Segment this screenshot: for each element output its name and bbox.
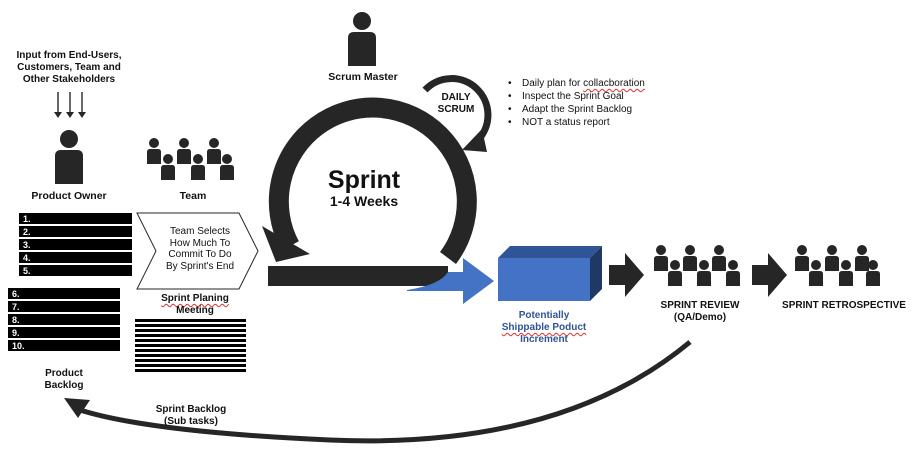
team-selects-line: By Sprint's End (165, 260, 235, 272)
subtask-row (135, 319, 246, 324)
team-selects-chevron (136, 212, 259, 290)
daily-scrum-bullet: Daily plan for collacboration (508, 77, 645, 90)
daily-scrum-label: DAILY SCRUM (426, 92, 486, 116)
sprint-review-label: SPRINT REVIEW (QA/Demo) (645, 300, 755, 324)
feedback-arrow (64, 340, 692, 444)
backlog-item: 3. (19, 239, 132, 252)
to-retrospective-arrow (752, 253, 787, 297)
sprint-backlog-line: (Sub tasks) (164, 416, 218, 427)
daily-scrum-line: DAILY (441, 92, 471, 103)
subtask-row (135, 354, 246, 359)
backlog-item: 6. (8, 288, 120, 301)
increment-line: Potentially (518, 310, 570, 321)
input-line: Input from End-Users, (16, 50, 122, 61)
daily-scrum-line: SCRUM (437, 104, 475, 115)
backlog-item: 8. (8, 314, 120, 327)
daily-scrum-bullets: Daily plan for collacboration Inspect th… (508, 77, 645, 129)
team-selects-text: Team Selects How Much To Commit To Do By… (148, 226, 252, 272)
sprint-backlog-line: Sprint Backlog (155, 404, 227, 415)
sprint-backlog-label: Sprint Backlog (Sub tasks) (138, 404, 244, 428)
subtask-row (135, 344, 246, 349)
scrum-master-label: Scrum Master (328, 71, 398, 83)
sprint-cycle-arrow (262, 97, 477, 286)
sprint-review-line: SPRINT REVIEW (660, 300, 740, 311)
product-owner-icon (55, 130, 83, 184)
team-label: Team (179, 190, 207, 202)
backlog-item: 10. (8, 340, 120, 353)
team-icon (147, 138, 234, 180)
product-owner-label: Product Owner (31, 190, 107, 202)
bullet-text-misspelled: collacboration (583, 78, 645, 89)
backlog-item: 2. (19, 226, 132, 239)
backlog-item: 5. (19, 265, 132, 278)
team-selects-line: Team Selects (169, 226, 231, 237)
subtask-row (135, 339, 246, 344)
sprint-planning-text: Sprint Planing (161, 293, 229, 304)
product-backlog-line: Backlog (44, 380, 84, 391)
backlog-item: 1. (19, 213, 132, 226)
sprint-planning-label: Sprint Planing Meeting (145, 293, 245, 317)
sprint-retrospective-group-icon (795, 245, 880, 286)
product-backlog-top: 1. 2. 3. 4. 5. (19, 213, 132, 278)
sprint-planning-line: Meeting (176, 305, 214, 316)
input-arrows (54, 92, 86, 118)
daily-scrum-loop-arrow (422, 75, 492, 152)
backlog-item: 4. (19, 252, 132, 265)
bullet-text-plain: Daily plan for (522, 78, 584, 89)
increment-line: Increment (520, 334, 568, 345)
team-selects-line: Commit To Do (168, 249, 232, 260)
input-line: Customers, Team and (17, 62, 121, 73)
sprint-retrospective-label: SPRINT RETROSPECTIVE (782, 300, 906, 311)
team-selects-line: How Much To (169, 237, 231, 249)
subtask-row (135, 364, 246, 369)
backlog-item: 7. (8, 301, 120, 314)
scrum-master-icon (348, 12, 376, 66)
to-review-arrow (609, 253, 644, 297)
increment-label: Potentially Shippable Poduct Increment (488, 310, 600, 346)
increment-input-arrow (407, 258, 494, 304)
daily-scrum-bullet: NOT a status report (508, 116, 645, 129)
sprint-review-group-icon (654, 245, 740, 286)
daily-scrum-bullet: Inspect the Sprint Goal (508, 90, 645, 103)
product-backlog-bottom: 6. 7. 8. 9. 10. (8, 288, 120, 353)
sprint-planning-line: Sprint Planing (145, 293, 245, 305)
backlog-item: 9. (8, 327, 120, 340)
daily-scrum-bullet: Adapt the Sprint Backlog (508, 103, 645, 116)
stakeholder-input-label: Input from End-Users, Customers, Team an… (14, 50, 124, 86)
sprint-duration: 1-4 Weeks (329, 193, 399, 209)
subtask-row (135, 369, 246, 374)
sprint-title: Sprint (327, 166, 401, 194)
increment-text: Shippable Poduct (501, 322, 587, 333)
input-line: Other Stakeholders (22, 74, 116, 85)
subtask-row (135, 349, 246, 354)
subtask-row (135, 359, 246, 364)
subtask-row (135, 334, 246, 339)
product-backlog-label: Product Backlog (19, 368, 109, 392)
increment-line: Shippable Poduct (488, 322, 600, 334)
subtask-row (135, 324, 246, 329)
sprint-backlog-subtasks (135, 319, 246, 374)
increment-box (498, 246, 602, 301)
product-backlog-line: Product (45, 368, 83, 379)
sprint-review-line: (QA/Demo) (673, 312, 727, 323)
subtask-row (135, 329, 246, 334)
